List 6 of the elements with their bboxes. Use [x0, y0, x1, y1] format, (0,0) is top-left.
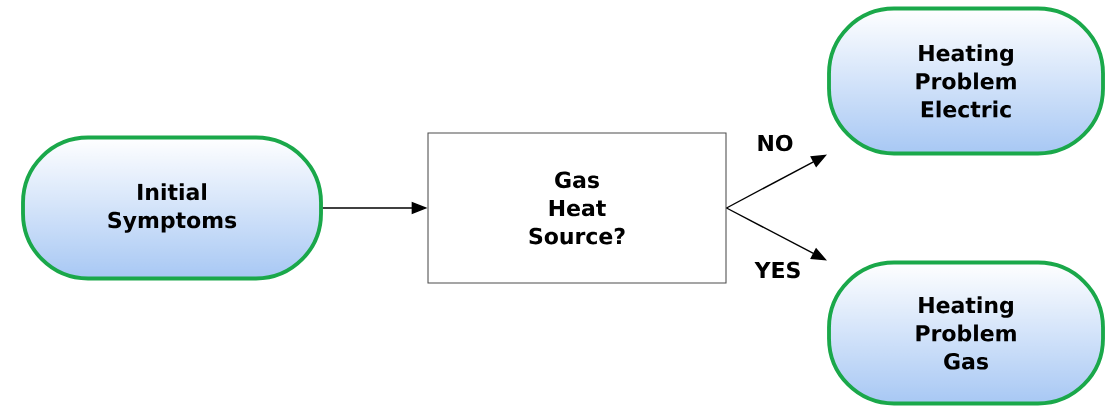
terminal-box: Heating Problem Gas: [827, 260, 1105, 406]
edge-label: YES: [752, 259, 804, 281]
edge-label: NO: [754, 132, 796, 154]
terminal-box: Initial Symptoms: [21, 135, 323, 281]
terminal-box: Heating Problem Electric: [827, 6, 1105, 156]
decision-box: Gas Heat Source?: [427, 132, 727, 284]
